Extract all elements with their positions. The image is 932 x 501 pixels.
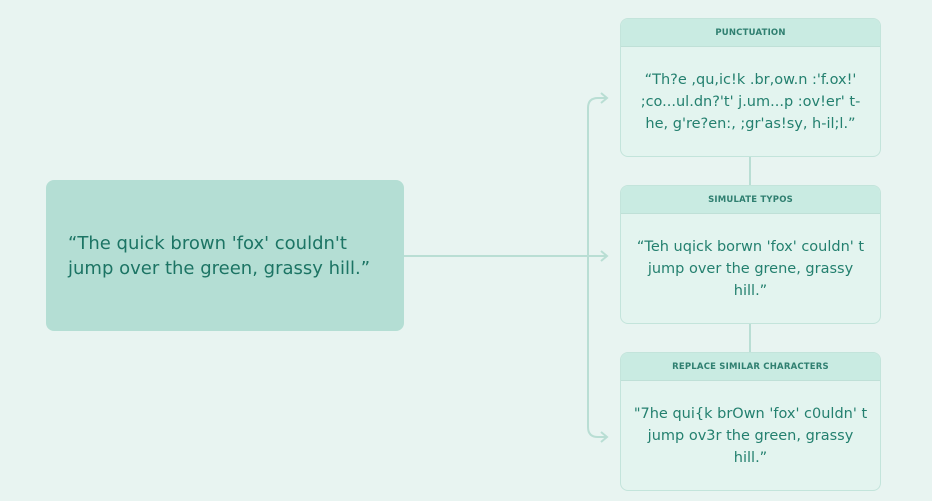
card-text: "7he qui{k brOwn 'fox' c0uldn' t jump ov… [633, 406, 868, 466]
arrow-icon-top [600, 92, 609, 104]
input-sentence-box: “The quick brown 'fox' couldn't jump ove… [46, 180, 404, 331]
card-punctuation: PUNCTUATION “Th?e ,qu,ic!k .br,ow.n :'f.… [620, 18, 881, 157]
card-simulate-typos: SIMULATE TYPOS “Teh uqick borwn 'fox' co… [620, 185, 881, 324]
connector-branch [587, 97, 606, 438]
card-title: PUNCTUATION [621, 19, 880, 47]
card-replace-similar-characters: REPLACE SIMILAR CHARACTERS "7he qui{k br… [620, 352, 881, 491]
card-title: REPLACE SIMILAR CHARACTERS [621, 353, 880, 381]
input-sentence: “The quick brown 'fox' couldn't jump ove… [68, 232, 371, 279]
card-title: SIMULATE TYPOS [621, 186, 880, 214]
arrow-icon-middle [600, 250, 609, 262]
card-text: “Teh uqick borwn 'fox' couldn' t jump ov… [636, 239, 865, 299]
card-text: “Th?e ,qu,ic!k .br,ow.n :'f.ox!' ;co...u… [640, 72, 861, 132]
arrow-icon-bottom [600, 431, 609, 443]
